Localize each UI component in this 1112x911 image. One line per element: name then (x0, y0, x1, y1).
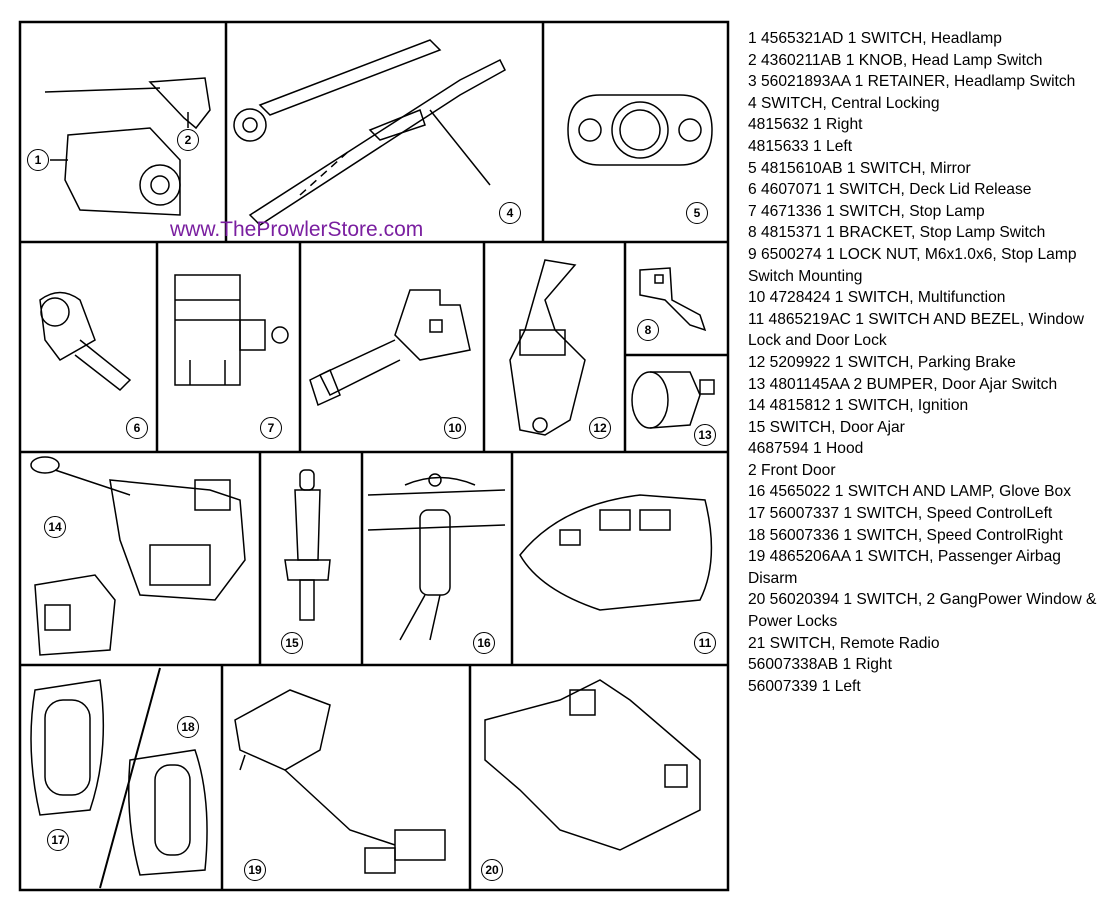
speed-control-switches-drawing (30, 679, 208, 876)
parts-list-item: 10 4728424 1 SWITCH, Multifunction (748, 289, 1006, 307)
mirror-switch-drawing (567, 94, 713, 166)
parts-list: 1 4565321AD 1 SWITCH, Headlamp 2 4360211A… (748, 28, 1112, 697)
parking-brake-switch-drawing (509, 259, 586, 436)
parts-list-item: 4815632 1 Right (748, 116, 863, 134)
parts-list-item: 9 6500274 1 LOCK NUT, M6x1.0x6, Stop Lam… (748, 245, 1077, 285)
grid-frame (18, 20, 730, 892)
parts-list-item: 21 SWITCH, Remote Radio (748, 634, 940, 652)
parts-list-item: 15 SWITCH, Door Ajar (748, 418, 905, 436)
parts-list-item: 19 4865206AA 1 SWITCH, Passenger Airbag … (748, 548, 1061, 587)
callout-16: 16 (473, 632, 495, 654)
callout-6: 6 (126, 417, 148, 439)
callout-1: 1 (27, 149, 49, 171)
parts-list-item: 20 56020394 1 SWITCH, 2 GangPower Window… (748, 591, 1097, 631)
parts-list-item: 13 4801145AA 2 BUMPER, Door Ajar Switch (748, 375, 1058, 393)
parts-diagram (18, 20, 730, 892)
parts-list-item: 56007338AB 1 Right (748, 656, 892, 674)
parts-list-item: 4687594 1 Hood (748, 440, 864, 458)
glove-box-switch-lamp-drawing (367, 473, 506, 641)
callout-11: 11 (694, 632, 716, 654)
callout-2: 2 (177, 129, 199, 151)
parts-list-item: 56007339 1 Left (748, 677, 861, 695)
parts-list-item: 8 4815371 1 BRACKET, Stop Lamp Switch (748, 224, 1046, 242)
parts-list-item: 5 4815610AB 1 SWITCH, Mirror (748, 159, 971, 177)
callout-20: 20 (481, 859, 503, 881)
parts-list-item: 18 56007336 1 SWITCH, Speed ControlRight (748, 526, 1063, 544)
stop-lamp-bracket-drawing (639, 267, 707, 332)
callout-4: 4 (499, 202, 521, 224)
callout-19: 19 (244, 859, 266, 881)
parts-list-item: 4 SWITCH, Central Locking (748, 94, 940, 112)
callout-8: 8 (637, 319, 659, 341)
airbag-disarm-switch-drawing (234, 689, 446, 874)
callout-17: 17 (47, 829, 69, 851)
parts-list-item: 7 4671336 1 SWITCH, Stop Lamp (748, 202, 985, 220)
parts-list-item: 6 4607071 1 SWITCH, Deck Lid Release (748, 181, 1032, 199)
callout-18: 18 (177, 716, 199, 738)
parts-list-item: 4815633 1 Left (748, 137, 853, 155)
ignition-switch-drawing (30, 456, 246, 656)
deck-lid-release-switch-drawing (39, 291, 132, 391)
door-ajar-bumper-drawing (631, 371, 715, 429)
parts-list-item: 2 4360211AB 1 KNOB, Head Lamp Switch (748, 51, 1043, 69)
parts-list-item: 2 Front Door (748, 461, 836, 479)
callout-13: 13 (694, 424, 716, 446)
central-locking-switch-drawing (233, 39, 506, 226)
callout-15: 15 (281, 632, 303, 654)
callout-12: 12 (589, 417, 611, 439)
window-door-lock-bezel-drawing (519, 494, 713, 611)
parts-list-item: 11 4865219AC 1 SWITCH AND BEZEL, Window … (748, 310, 1084, 350)
door-ajar-switch-drawing (284, 469, 331, 621)
power-window-lock-switch-drawing (484, 679, 701, 851)
parts-list-item: 17 56007337 1 SWITCH, Speed ControlLeft (748, 505, 1053, 523)
stop-lamp-switch-drawing (174, 274, 289, 386)
parts-list-item: 1 4565321AD 1 SWITCH, Headlamp (748, 30, 1002, 47)
parts-list-item: 14 4815812 1 SWITCH, Ignition (748, 397, 969, 415)
watermark-text: www.TheProwlerStore.com (170, 218, 424, 241)
headlamp-switch-drawing (44, 77, 211, 216)
callout-14: 14 (44, 516, 66, 538)
parts-list-item: 3 56021893AA 1 RETAINER, Headlamp Switch (748, 73, 1076, 91)
callout-7: 7 (260, 417, 282, 439)
parts-list-item: 12 5209922 1 SWITCH, Parking Brake (748, 353, 1016, 371)
multifunction-switch-drawing (309, 289, 471, 407)
parts-list-item: 16 4565022 1 SWITCH AND LAMP, Glove Box (748, 483, 1072, 501)
callout-5: 5 (686, 202, 708, 224)
callout-10: 10 (444, 417, 466, 439)
